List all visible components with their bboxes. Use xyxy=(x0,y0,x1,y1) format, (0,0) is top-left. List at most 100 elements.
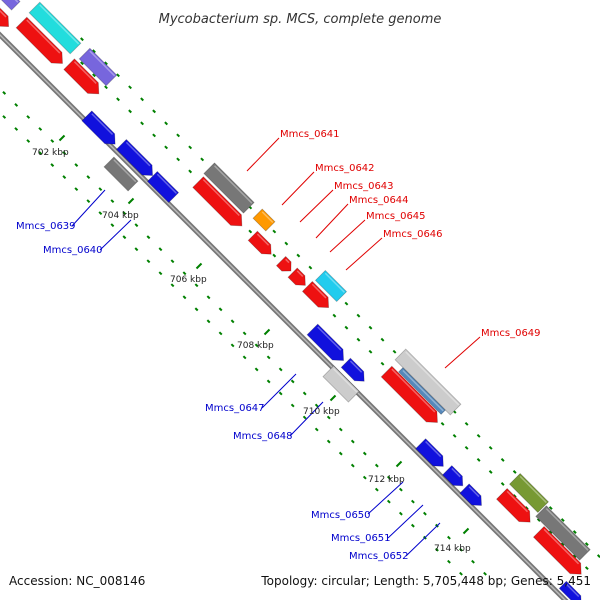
gene-feature-aqua[interactable] xyxy=(28,1,82,55)
gene-feature-mmcs-0648-lightgray[interactable] xyxy=(322,365,360,403)
tick-dot xyxy=(194,283,199,288)
gene-label-mmcs-0641[interactable]: Mmcs_0641 xyxy=(280,129,340,140)
tick-dot xyxy=(158,271,163,276)
gene-feature-mmcs-0641-red[interactable] xyxy=(192,176,247,231)
gene-feature-mmcs-0649-lightgray[interactable] xyxy=(394,348,462,416)
tick-dot xyxy=(380,337,385,342)
gene-feature-mmcs-0639-blue[interactable] xyxy=(81,110,120,149)
gene-feature-red-upper[interactable] xyxy=(15,16,68,69)
reverse-gene-labels: Mmcs_0639 Mmcs_0640 Mmcs_0647 Mmcs_0648 … xyxy=(16,221,409,562)
tick-dot xyxy=(548,506,553,510)
gene-feature-red-lower-2[interactable] xyxy=(532,525,586,579)
gene-label-mmcs-0639[interactable]: Mmcs_0639 xyxy=(16,221,76,232)
gene-feature-mmcs-0647-blue-b[interactable] xyxy=(340,357,369,386)
tick-dot xyxy=(176,133,181,138)
tick-dot xyxy=(230,319,235,324)
gene-feature-mmcs-0650-blue[interactable] xyxy=(415,438,449,472)
gene-feature-mmcs-0643-red[interactable] xyxy=(247,230,276,259)
tick-dot xyxy=(272,229,277,234)
major-tick-mark xyxy=(395,460,403,468)
gene-feature-purple[interactable] xyxy=(78,47,118,87)
tick-dot xyxy=(344,325,349,330)
tick-dot xyxy=(188,145,193,150)
gene-label-mmcs-0650[interactable]: Mmcs_0650 xyxy=(311,510,371,521)
tick-dot xyxy=(464,445,469,450)
tick-dot xyxy=(572,554,577,558)
gene-feature-mmcs-0640-blue[interactable] xyxy=(115,138,157,180)
gene-feature-mmcs-0642-orange[interactable] xyxy=(252,208,276,232)
genome-title: Mycobacterium sp. MCS, complete genome xyxy=(159,12,442,27)
gene-label-mmcs-0652[interactable]: Mmcs_0652 xyxy=(349,551,409,562)
tick-dot xyxy=(500,458,505,462)
gene-label-mmcs-0640[interactable]: Mmcs_0640 xyxy=(43,245,103,256)
gene-feature-gray-a[interactable] xyxy=(103,156,139,192)
gene-label-mmcs-0648[interactable]: Mmcs_0648 xyxy=(233,431,293,442)
tick-dot xyxy=(134,247,139,252)
tick-dot xyxy=(128,85,132,90)
tick-dot xyxy=(92,73,96,78)
tick-dot xyxy=(2,91,7,95)
tick-dot xyxy=(398,487,403,492)
tick-dot xyxy=(206,295,211,300)
gene-feature-mmcs-0652-blue[interactable] xyxy=(459,483,486,510)
gene-feature-gray-b[interactable] xyxy=(535,505,591,561)
tick-dot xyxy=(272,253,277,258)
tick-dot xyxy=(74,163,79,167)
gene-feature-mmcs-0641-gray[interactable] xyxy=(203,162,255,214)
tick-dot xyxy=(110,199,115,204)
tick-dot xyxy=(80,37,84,42)
tick-dot xyxy=(98,211,103,216)
tick-dot xyxy=(146,235,151,240)
gene-label-mmcs-0645[interactable]: Mmcs_0645 xyxy=(366,211,426,222)
tick-dot xyxy=(14,103,19,107)
topology-text: Topology: circular; Length: 5,705,448 bp… xyxy=(260,574,591,588)
tick-dot xyxy=(26,139,31,143)
gene-label-mmcs-0646[interactable]: Mmcs_0646 xyxy=(383,229,443,240)
gene-feature-olive[interactable] xyxy=(508,472,550,514)
gene-feature-red-0646[interactable] xyxy=(301,280,333,312)
tick-dot xyxy=(512,470,517,474)
gene-feature-mmcs-0644-red[interactable] xyxy=(275,255,295,275)
callout-mmcs-0644 xyxy=(315,203,349,239)
tick-dot xyxy=(512,494,517,498)
tick-dot xyxy=(254,367,259,372)
gene-feature-mmcs-0646-cyan[interactable] xyxy=(314,269,348,303)
tick-dot xyxy=(296,253,301,258)
gene-label-mmcs-0642[interactable]: Mmcs_0642 xyxy=(315,163,375,174)
gene-label-mmcs-0647[interactable]: Mmcs_0647 xyxy=(205,403,265,414)
gene-feature-red-upper-2[interactable] xyxy=(63,58,104,99)
gene-feature-mmcs-0649-steel[interactable] xyxy=(398,367,446,415)
tick-dot xyxy=(152,109,157,114)
tick-dot xyxy=(560,542,565,546)
callout-mmcs-0649 xyxy=(444,336,481,369)
gene-feature-mmcs-0651-blue[interactable] xyxy=(442,465,468,491)
gene-feature-partial-red-top[interactable] xyxy=(0,0,14,31)
gene-label-mmcs-0651[interactable]: Mmcs_0651 xyxy=(331,533,391,544)
gene-feature-blue-partial-bottom[interactable] xyxy=(558,580,584,600)
gene-feature-mmcs-0645-red[interactable] xyxy=(287,267,310,290)
tick-dot xyxy=(410,523,415,528)
tick-dot xyxy=(116,97,120,102)
tick-dot xyxy=(266,379,271,384)
tick-dot xyxy=(86,199,91,204)
tick-dot xyxy=(435,547,439,552)
gene-feature-mmcs-0647-blue[interactable] xyxy=(306,323,349,366)
tick-dot xyxy=(452,433,457,438)
tick-dot xyxy=(62,151,67,155)
major-tick-mark xyxy=(329,394,337,402)
gene-label-mmcs-0644[interactable]: Mmcs_0644 xyxy=(349,195,409,206)
tick-label-706: 706 kbp xyxy=(170,275,207,285)
gene-feature-partial-purple-top[interactable] xyxy=(0,0,21,11)
tick-dot xyxy=(14,127,19,131)
tick-dot xyxy=(170,259,175,264)
gene-feature-red-lower[interactable] xyxy=(495,487,536,528)
gene-feature-blue-small[interactable] xyxy=(146,170,180,204)
gene-feature-mmcs-0649-red[interactable] xyxy=(380,365,443,428)
gene-label-mmcs-0649[interactable]: Mmcs_0649 xyxy=(481,328,541,339)
tick-dot xyxy=(398,511,403,516)
tick-dot xyxy=(386,499,391,504)
gene-label-mmcs-0643[interactable]: Mmcs_0643 xyxy=(334,181,394,192)
